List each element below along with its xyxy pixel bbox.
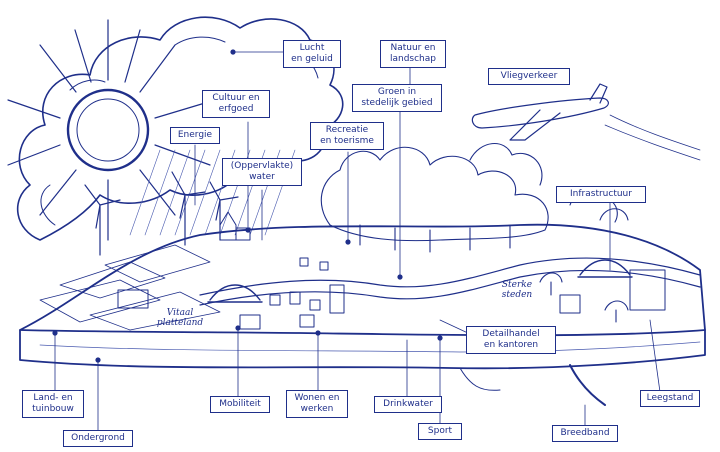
buildings [117, 211, 666, 330]
airplane-icon [471, 83, 701, 161]
label-infrastructuur: Infrastructuur [556, 186, 646, 203]
fields [39, 244, 221, 331]
label-mobiliteit: Mobiliteit [210, 396, 270, 413]
connector-lines [52, 49, 661, 433]
label-sport: Sport [418, 423, 462, 440]
label-oppervlakte-water: (Oppervlakte)water [222, 158, 302, 186]
bridges [207, 259, 633, 303]
land-block [19, 223, 706, 406]
river [199, 257, 701, 306]
label-leegstand: Leegstand [640, 390, 700, 407]
label-energie: Energie [170, 127, 220, 144]
label-ondergrond: Ondergrond [63, 430, 133, 447]
label-vliegverkeer: Vliegverkeer [488, 68, 570, 85]
label-breedband: Breedband [552, 425, 618, 442]
forest [320, 142, 629, 323]
label-drinkwater: Drinkwater [374, 396, 442, 413]
sun-icon [7, 19, 216, 241]
